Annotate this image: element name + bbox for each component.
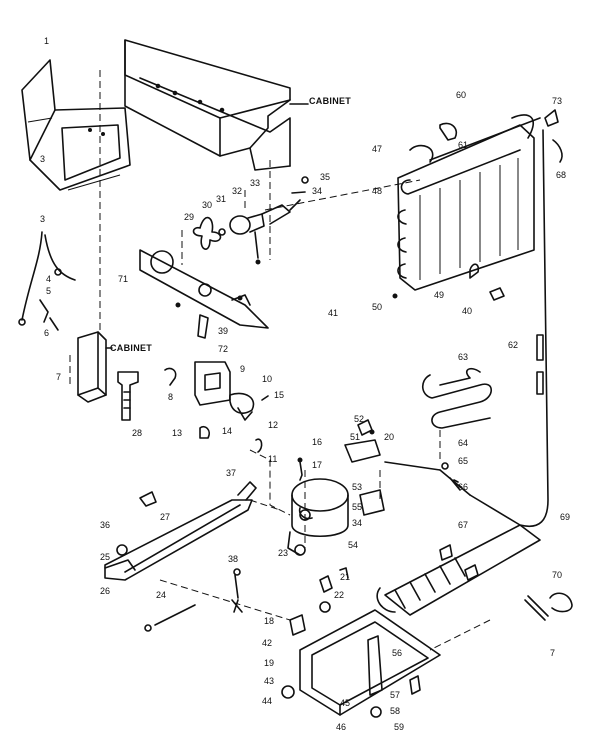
callout-39: 39 [218,326,228,336]
callout-61: 61 [458,140,468,150]
drain-pan [376,524,541,616]
condenser-coil [392,109,563,301]
callout-40: 40 [462,306,472,316]
base-frame [281,544,441,718]
callout-19: 19 [264,658,274,668]
callout-70: 70 [552,570,562,580]
callout-4: 4 [46,274,51,284]
callout-62: 62 [508,340,518,350]
callout-34b: 34 [352,518,362,528]
callout-7: 7 [56,372,61,382]
callout-25: 25 [100,552,110,562]
callout-15: 15 [274,390,284,400]
side-panel [21,59,131,191]
callout-1: 1 [44,36,49,46]
fan-bracket [139,249,269,339]
callout-45: 45 [340,698,350,708]
callout-55: 55 [352,502,362,512]
callout-41: 41 [328,308,338,318]
callout-17: 17 [312,460,322,470]
callout-24: 24 [156,590,166,600]
callout-69: 69 [560,512,570,522]
callout-29: 29 [184,212,194,222]
callout-21: 21 [340,572,350,582]
cabinet-left-label: CABINET [110,343,152,353]
callout-34: 34 [312,186,322,196]
heater-coil [421,367,493,429]
callout-8: 8 [168,392,173,402]
callout-3: 3 [40,154,45,164]
callout-9: 9 [240,364,245,374]
callout-42: 42 [262,638,272,648]
callout-58: 58 [390,706,400,716]
callout-28: 28 [132,428,142,438]
callout-47: 47 [372,144,382,154]
callout-60: 60 [456,90,466,100]
callout-46: 46 [336,722,346,732]
callout-68: 68 [556,170,566,180]
callout-11: 11 [268,454,277,464]
callout-13: 13 [172,428,182,438]
callout-52: 52 [354,414,364,424]
callout-7b: 7 [550,648,555,658]
callout-73: 73 [552,96,562,106]
callout-54: 54 [348,540,358,550]
callout-63: 63 [458,352,468,362]
callout-35: 35 [320,172,330,182]
callout-65: 65 [458,456,468,466]
callout-59: 59 [394,722,404,732]
callout-57: 57 [390,690,400,700]
callout-3b: 3 [40,214,45,224]
callout-36: 36 [100,520,110,530]
callout-51: 51 [350,432,360,442]
callout-48: 48 [372,186,382,196]
callout-30: 30 [202,200,212,210]
callout-6: 6 [44,328,49,338]
misc-hardware [231,567,573,621]
callout-71: 71 [118,274,128,284]
control-box: CABINET [69,331,152,421]
callout-50: 50 [372,302,382,312]
callout-10: 10 [262,374,272,384]
cabinet-top-assembly: CABINET [124,39,351,171]
callout-18: 18 [264,616,274,626]
callout-38: 38 [228,554,238,564]
callout-32: 32 [232,186,242,196]
relay-assembly [164,361,269,453]
sensor-probe [384,461,471,496]
fan-motor [192,176,309,265]
callout-49: 49 [434,290,444,300]
compressor-mount [344,419,385,516]
callout-20: 20 [384,432,394,442]
callout-72: 72 [218,344,228,354]
assembly-lines [99,70,491,651]
callout-53: 53 [352,482,362,492]
callout-43: 43 [264,676,274,686]
callout-31: 31 [216,194,226,204]
callout-66: 66 [458,482,468,492]
callout-64: 64 [458,438,468,448]
callout-23: 23 [278,548,288,558]
callout-26: 26 [100,586,110,596]
callout-12: 12 [268,420,278,430]
compressor [287,457,349,556]
cabinet-top-label: CABINET [309,96,351,106]
callout-67: 67 [458,520,468,530]
callout-33: 33 [250,178,260,188]
wiring-harness [18,231,76,331]
callout-16: 16 [312,437,322,447]
callout-labels: 1 3 3 4 5 6 7 8 9 10 11 12 13 14 15 16 1… [40,36,570,732]
callout-22: 22 [334,590,344,600]
callout-56: 56 [392,648,402,658]
capillary-tube [469,129,549,527]
callout-14: 14 [222,426,232,436]
base-rail [104,481,257,632]
callout-44: 44 [262,696,272,706]
callout-37: 37 [226,468,236,478]
callout-5: 5 [46,286,51,296]
callout-27: 27 [160,512,170,522]
